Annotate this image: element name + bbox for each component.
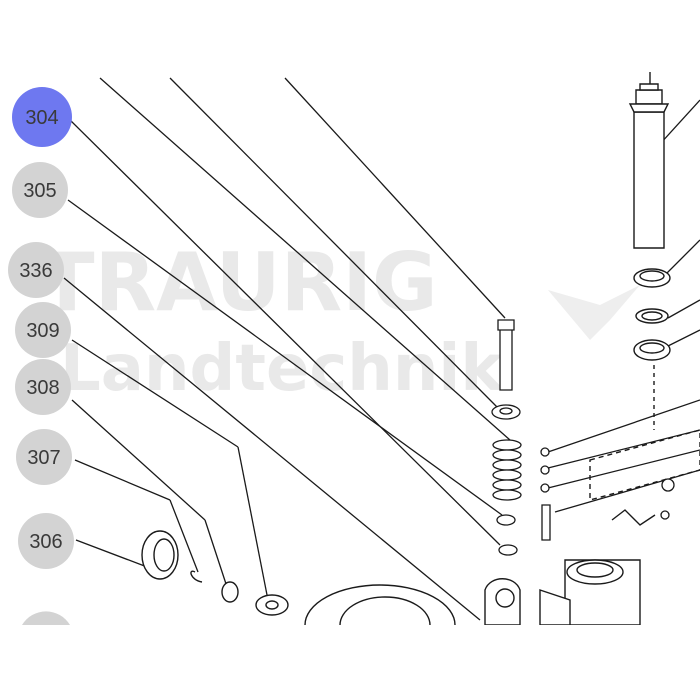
callout-bubble[interactable] — [12, 162, 68, 218]
leader-line-305 — [67, 199, 503, 516]
rod-cap-top — [639, 83, 659, 91]
leader-line-307 — [74, 459, 171, 501]
leader-line-right3 — [667, 299, 700, 319]
watermark-line1: TRAURIG — [40, 236, 438, 329]
callout-bubble[interactable] — [8, 242, 64, 298]
leader-line-right2 — [664, 239, 700, 276]
callout-336[interactable]: 336 — [8, 242, 64, 298]
spring — [492, 439, 522, 501]
leader-line-right5 — [547, 399, 700, 453]
leader-line-306 — [75, 539, 156, 571]
small-ring-1 — [496, 514, 516, 526]
rod-body — [633, 111, 665, 249]
watermark: TRAURIG Landtechnik — [40, 236, 640, 406]
partial-callout-bubble — [22, 611, 70, 625]
callout-label: 304 — [25, 107, 58, 129]
callout-label: 307 — [27, 447, 60, 469]
callout-308[interactable]: 308 — [15, 359, 71, 415]
leader-line-top2 — [169, 77, 501, 411]
watermark-line2: Landtechnik — [60, 332, 504, 406]
leader-line-304 — [67, 117, 501, 546]
leader-line-top3 — [284, 77, 506, 319]
callout-307[interactable]: 307 — [16, 429, 72, 485]
callout-bubble[interactable] — [12, 87, 72, 147]
valve-assembly — [491, 319, 675, 556]
watermark-logo-icon — [548, 285, 640, 340]
pump-body — [484, 429, 700, 626]
circlip-307 — [190, 570, 203, 583]
callout-label: 306 — [29, 531, 62, 553]
pin — [499, 327, 513, 391]
rod-cap — [635, 89, 663, 105]
callout-309[interactable]: 309 — [15, 302, 71, 358]
callouts: 304 305 336 309 308 307 306 — [8, 87, 74, 625]
leader-line-336 — [63, 277, 481, 621]
callout-304[interactable]: 304 — [12, 87, 72, 147]
leader-line-307b — [169, 499, 199, 573]
callout-label: 336 — [19, 260, 52, 282]
leader-line-right6 — [547, 429, 700, 469]
callout-bubble[interactable] — [15, 359, 71, 415]
callout-bubble[interactable] — [18, 513, 74, 569]
ring-308 — [221, 581, 239, 603]
callout-label: 309 — [26, 320, 59, 342]
leader-line-308b — [204, 519, 229, 591]
leader-line-309 — [71, 339, 239, 448]
small-ring-2 — [498, 544, 518, 556]
callout-label: 305 — [23, 180, 56, 202]
leader-line-309b — [237, 446, 269, 601]
rod-assembly — [628, 72, 671, 430]
callout-305[interactable]: 305 — [12, 162, 68, 218]
leader-line-308 — [71, 399, 206, 521]
leader-line-right7 — [547, 449, 700, 489]
callout-306[interactable]: 306 — [18, 513, 74, 569]
callout-bubble[interactable] — [16, 429, 72, 485]
leader-line-right8 — [554, 469, 700, 513]
callout-bubble[interactable] — [15, 302, 71, 358]
leader-line-top1 — [99, 77, 511, 441]
callout-label: 308 — [26, 377, 59, 399]
bottom-band — [0, 625, 700, 700]
